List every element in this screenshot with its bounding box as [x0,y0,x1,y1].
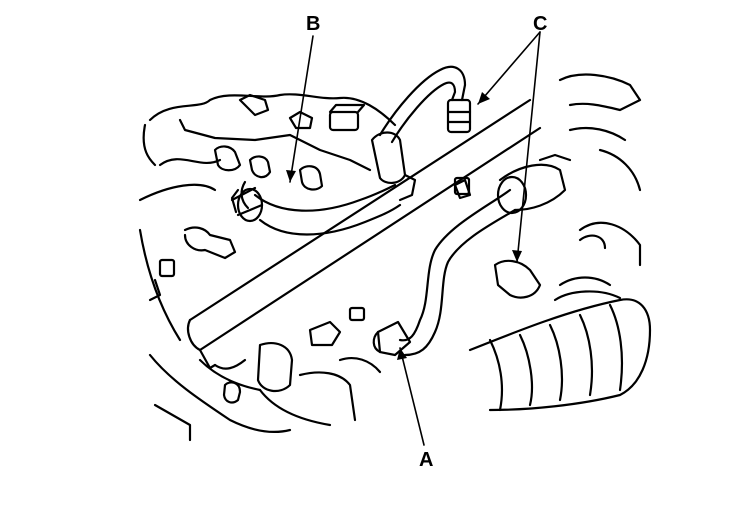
fuel-rail [186,98,542,370]
callout-leaders [289,31,541,446]
leader-b [289,35,314,183]
engine-block-outline [138,93,397,442]
leader-a [399,347,425,446]
arrowhead-b [286,170,296,182]
callout-label-b: B [306,13,321,35]
arrowhead-c-upper [478,92,490,104]
arrowhead-c-lower [512,250,522,262]
leader-c-upper [477,31,541,105]
callout-label-a: A [419,449,434,471]
small-fittings [148,176,607,422]
arrowhead-a [397,348,407,360]
callout-label-c: C [533,13,548,35]
arrowheads [286,92,522,360]
air-intake [468,73,652,412]
manifold-details [178,93,372,191]
leader-c-lower [516,31,541,263]
hose-b [230,180,402,236]
hose-c-upper [370,65,472,202]
hose-a-c-lower [372,153,572,357]
